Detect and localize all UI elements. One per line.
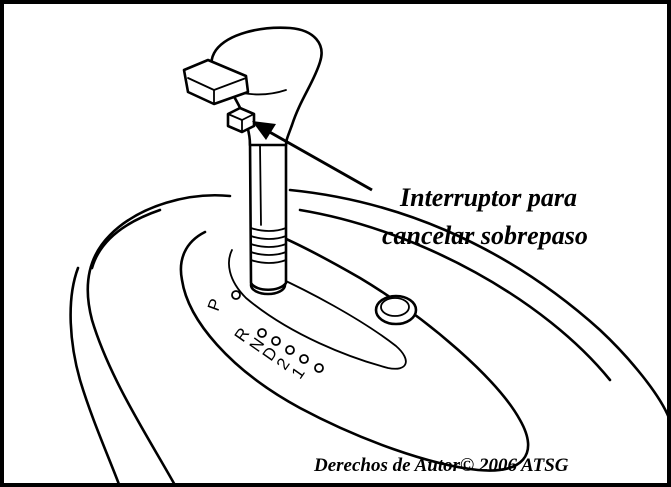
gear-letter-p: P — [204, 296, 226, 313]
gear-dot-1 — [314, 363, 324, 373]
gear-indicator-dots — [231, 290, 324, 373]
gear-dot-d — [285, 345, 295, 355]
console-round-button — [374, 294, 418, 326]
shift-lever — [248, 138, 288, 296]
selector-plate — [179, 230, 530, 472]
overdrive-cancel-switch — [226, 106, 256, 134]
gear-dot-n — [271, 336, 281, 346]
knob-release-button — [182, 58, 250, 106]
gear-dot-2 — [299, 354, 309, 364]
copyright-notice: Derechos de Autor© 2006 ATSG — [313, 455, 569, 476]
console-body — [69, 188, 671, 487]
gear-dot-p — [231, 290, 241, 300]
callout-label-line1: Interruptor para — [399, 183, 577, 212]
callout-label-line2: cancelar sobrepaso — [382, 221, 588, 250]
gear-letter-1: 1 — [288, 364, 309, 383]
gear-dot-r — [257, 328, 267, 338]
callout-arrow — [252, 121, 373, 192]
gear-letters: P R N D 2 1 — [204, 296, 309, 382]
